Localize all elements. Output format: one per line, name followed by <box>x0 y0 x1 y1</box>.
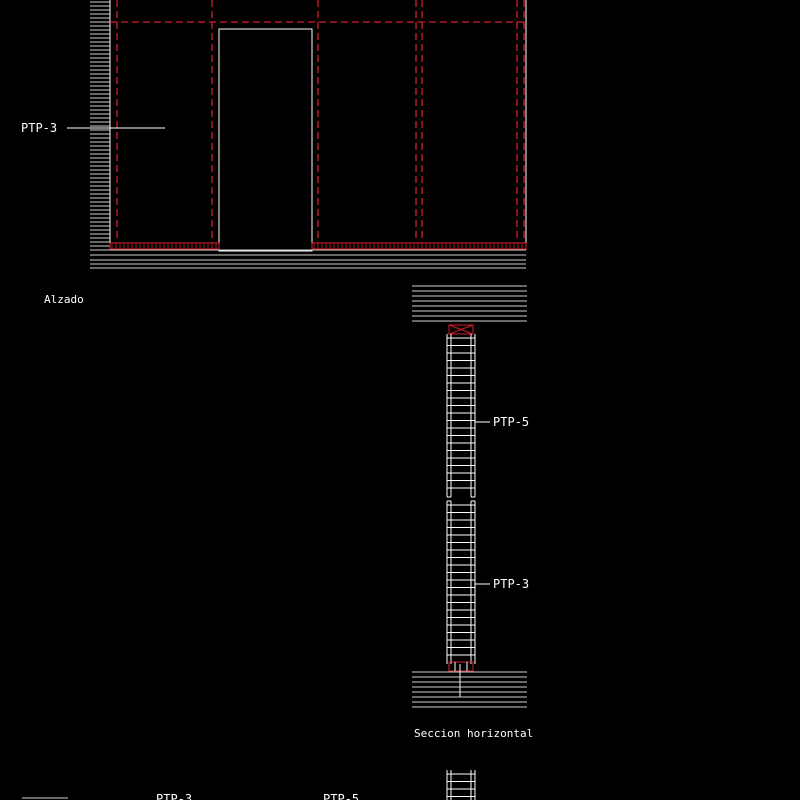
left-wall-hatch <box>90 1 110 247</box>
base-track <box>109 242 527 250</box>
section-top-cap <box>448 324 474 335</box>
section-bottom-slab <box>412 671 527 708</box>
section-lower-panel <box>446 500 476 664</box>
section-title: Seccion horizontal <box>414 727 533 740</box>
section-upper-panel <box>446 334 476 498</box>
elevation-floor-slab <box>90 249 526 269</box>
bottom-detail-partial: PTP-3 PTP-5 <box>22 770 476 800</box>
elevation-view: PTP-3 Alzado <box>21 0 527 306</box>
elevation-title: Alzado <box>44 293 84 306</box>
section-top-slab <box>412 285 527 322</box>
bottom-tag-left: PTP-3 <box>156 792 192 800</box>
elevation-dashed-grid <box>110 0 526 243</box>
bottom-tag-right: PTP-5 <box>323 792 359 800</box>
elevation-partition-tag: PTP-3 <box>21 121 57 135</box>
section-lower-tag: PTP-3 <box>493 577 529 591</box>
section-upper-tag: PTP-5 <box>493 415 529 429</box>
door-opening <box>218 28 313 252</box>
horizontal-section-view: PTP-5 PTP-3 Seccion horizontal <box>412 285 533 740</box>
section-bottom-cap <box>448 661 474 697</box>
